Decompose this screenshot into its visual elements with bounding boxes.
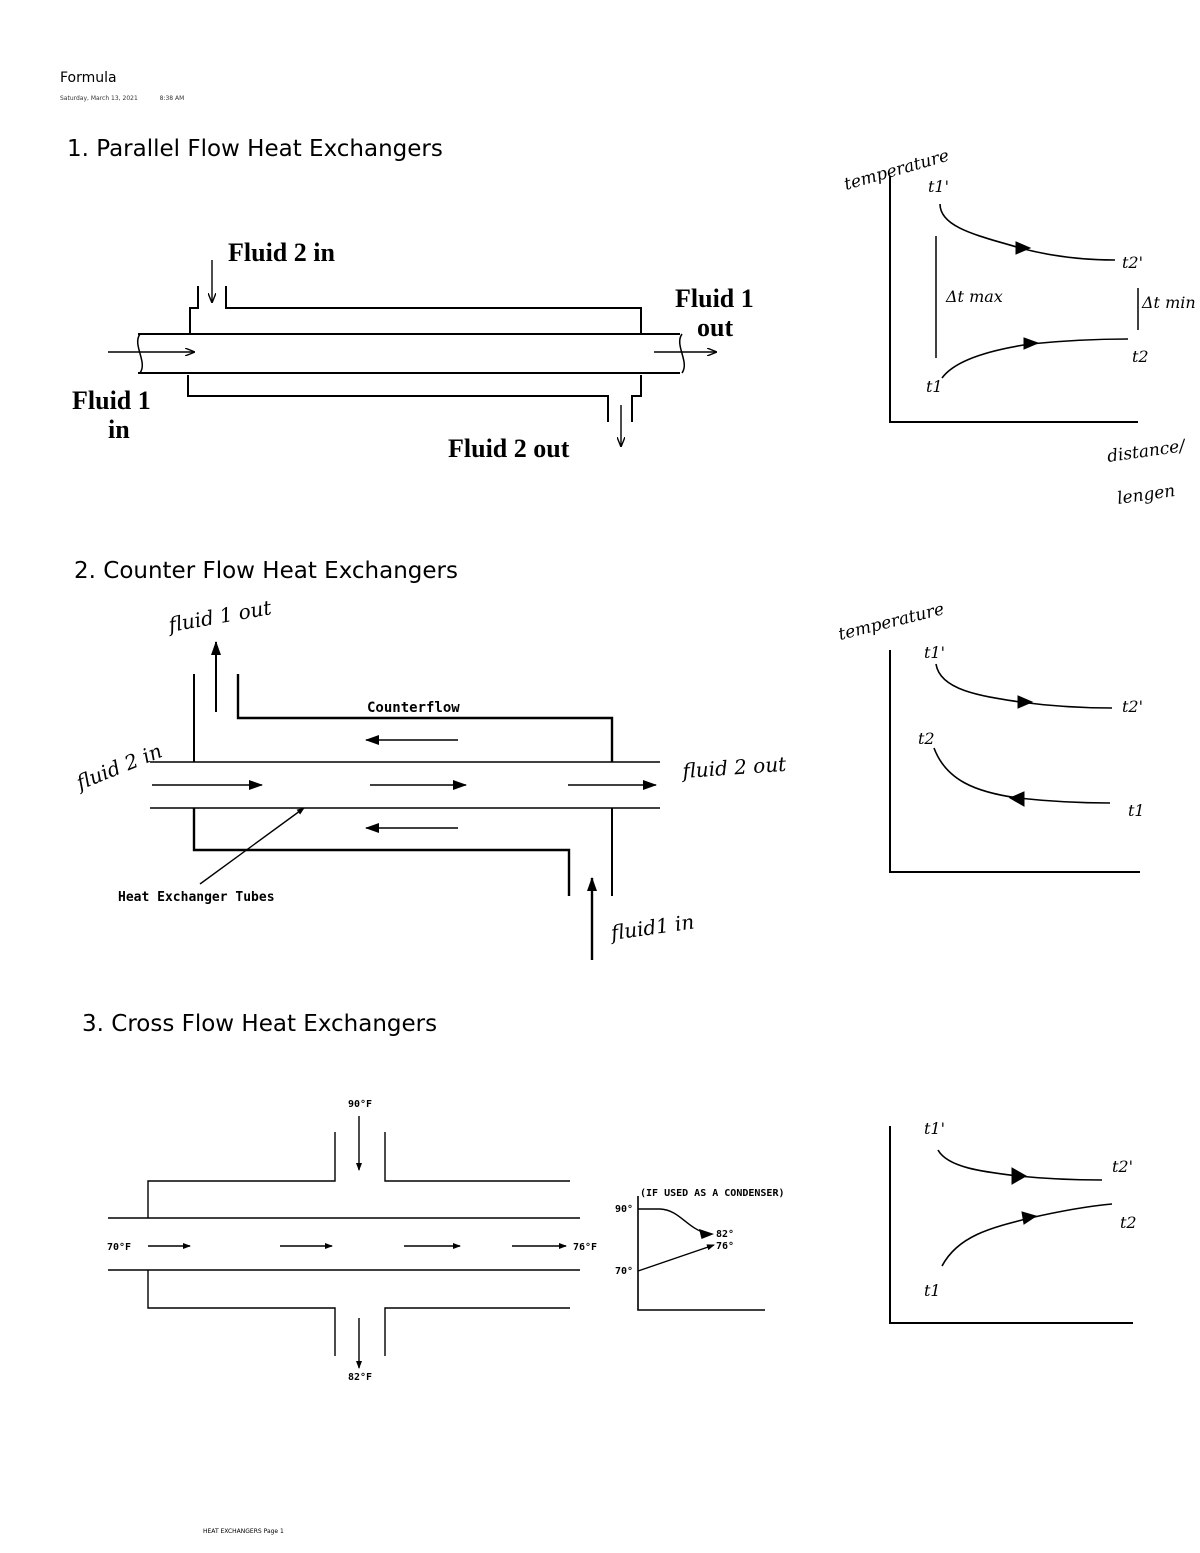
shell-top <box>225 286 642 335</box>
graph1-hot-in: t1' <box>928 177 949 196</box>
label-fluid1-in-2: in <box>108 415 130 444</box>
section-heading-parallel: 1. Parallel Flow Heat Exchangers <box>67 136 443 162</box>
inset-cold-line <box>637 1244 715 1272</box>
label-condenser-note: (IF USED AS A CONDENSER) <box>640 1188 785 1199</box>
label-fluid1-in-1: Fluid 1 <box>72 386 151 415</box>
graph-axes <box>889 650 1140 873</box>
graph2-cold-out: t1 <box>1128 801 1145 820</box>
graph2-hot-in: t1' <box>924 643 945 662</box>
label-heat-exchanger-tubes: Heat Exchanger Tubes <box>118 890 275 905</box>
label-outlet-temp: 76°F <box>573 1242 597 1253</box>
section-heading-cross: 3. Cross Flow Heat Exchangers <box>82 1011 438 1037</box>
graph3-cold-in: t1 <box>924 1281 941 1300</box>
shell-bottom-left <box>147 1270 336 1356</box>
cold-fluid-arrowhead <box>1021 1211 1038 1225</box>
graph1-cold-in: t1 <box>926 377 943 396</box>
graph1-hot-out: t2' <box>1122 253 1143 272</box>
label-bottom-temp: 82°F <box>348 1372 372 1383</box>
graph3-hot-in: t1' <box>924 1119 945 1138</box>
cross-flow-graph <box>889 1126 1133 1324</box>
label-inlet-temp: 70°F <box>107 1242 131 1253</box>
cold-fluid-arrowhead <box>1008 791 1025 807</box>
graph3-cold-out: t2 <box>1120 1213 1137 1232</box>
inset-graph-axes <box>637 1196 765 1311</box>
label-fluid2-in: fluid 2 in <box>71 739 165 796</box>
page-title: Formula <box>60 70 117 86</box>
page-date: Saturday, March 13, 2021 8:38 AM <box>60 95 184 102</box>
hot-fluid-arrowhead <box>1011 1167 1028 1185</box>
tube-break-right <box>679 333 685 374</box>
label-fluid1-out-1: Fluid 1 <box>675 284 754 313</box>
shell-bottom-right <box>384 1307 570 1356</box>
label-fluid2-out: Fluid 2 out <box>448 434 570 463</box>
label-inset-90: 90° <box>615 1204 633 1215</box>
tubes-leader-arrow <box>199 807 305 885</box>
label-fluid1-out: fluid 1 out <box>165 595 274 637</box>
cross-flow-diagram <box>108 1116 765 1369</box>
hot-fluid-curve <box>939 203 1116 261</box>
hot-fluid-arrowhead <box>1015 241 1032 255</box>
label-counterflow: Counterflow <box>367 700 460 716</box>
graph2-y-label: temperature <box>836 599 946 645</box>
label-fluid2-out: fluid 2 out <box>680 752 788 783</box>
inset-hot-arrowhead <box>699 1228 715 1239</box>
counter-flow-diagram <box>150 641 660 960</box>
label-inset-82: 82° <box>716 1229 734 1240</box>
graph3-hot-out: t2' <box>1112 1157 1133 1176</box>
graph1-dt-max: Δt max <box>945 287 1003 306</box>
shell-top-left <box>189 286 199 335</box>
date-text: Saturday, March 13, 2021 <box>60 95 138 102</box>
graph2-cold-in: t2 <box>918 729 935 748</box>
graph1-x-label-2: lengen <box>1116 481 1177 509</box>
graph1-dt-min: Δt min <box>1141 293 1196 312</box>
shell-bottom <box>192 808 571 896</box>
page-footer: HEAT EXCHANGERS Page 1 <box>203 1528 284 1535</box>
cold-fluid-arrowhead <box>1023 337 1040 350</box>
hot-fluid-arrowhead <box>1017 695 1034 709</box>
shell-top-right <box>384 1132 570 1182</box>
shell-bottom-right <box>631 375 642 422</box>
label-inset-70: 70° <box>615 1266 633 1277</box>
section-heading-counter: 2. Counter Flow Heat Exchangers <box>74 558 458 584</box>
tube-break-left <box>137 333 143 374</box>
graph-axes <box>889 1126 1133 1324</box>
shell-top <box>236 674 614 762</box>
graph1-x-label-1: distance/ <box>1106 436 1189 467</box>
label-inset-76: 76° <box>716 1241 734 1252</box>
counter-flow-graph <box>889 650 1140 873</box>
shell-bottom <box>187 375 609 422</box>
graph2-hot-out: t2' <box>1122 697 1143 716</box>
label-fluid1-out-2: out <box>697 313 733 342</box>
time-text: 8:38 AM <box>159 95 185 102</box>
graph1-cold-out: t2 <box>1132 347 1149 366</box>
label-fluid1-in: fluid1 in <box>607 910 695 946</box>
cold-fluid-curve <box>941 338 1129 379</box>
label-fluid2-in: Fluid 2 in <box>228 238 335 267</box>
parallel-flow-diagram <box>108 260 716 446</box>
label-top-temp: 90°F <box>348 1099 372 1110</box>
shell-top-left <box>147 1132 336 1218</box>
graph-axes <box>889 176 1138 423</box>
parallel-flow-graph <box>889 176 1139 423</box>
inset-hot-curve <box>638 1208 709 1235</box>
